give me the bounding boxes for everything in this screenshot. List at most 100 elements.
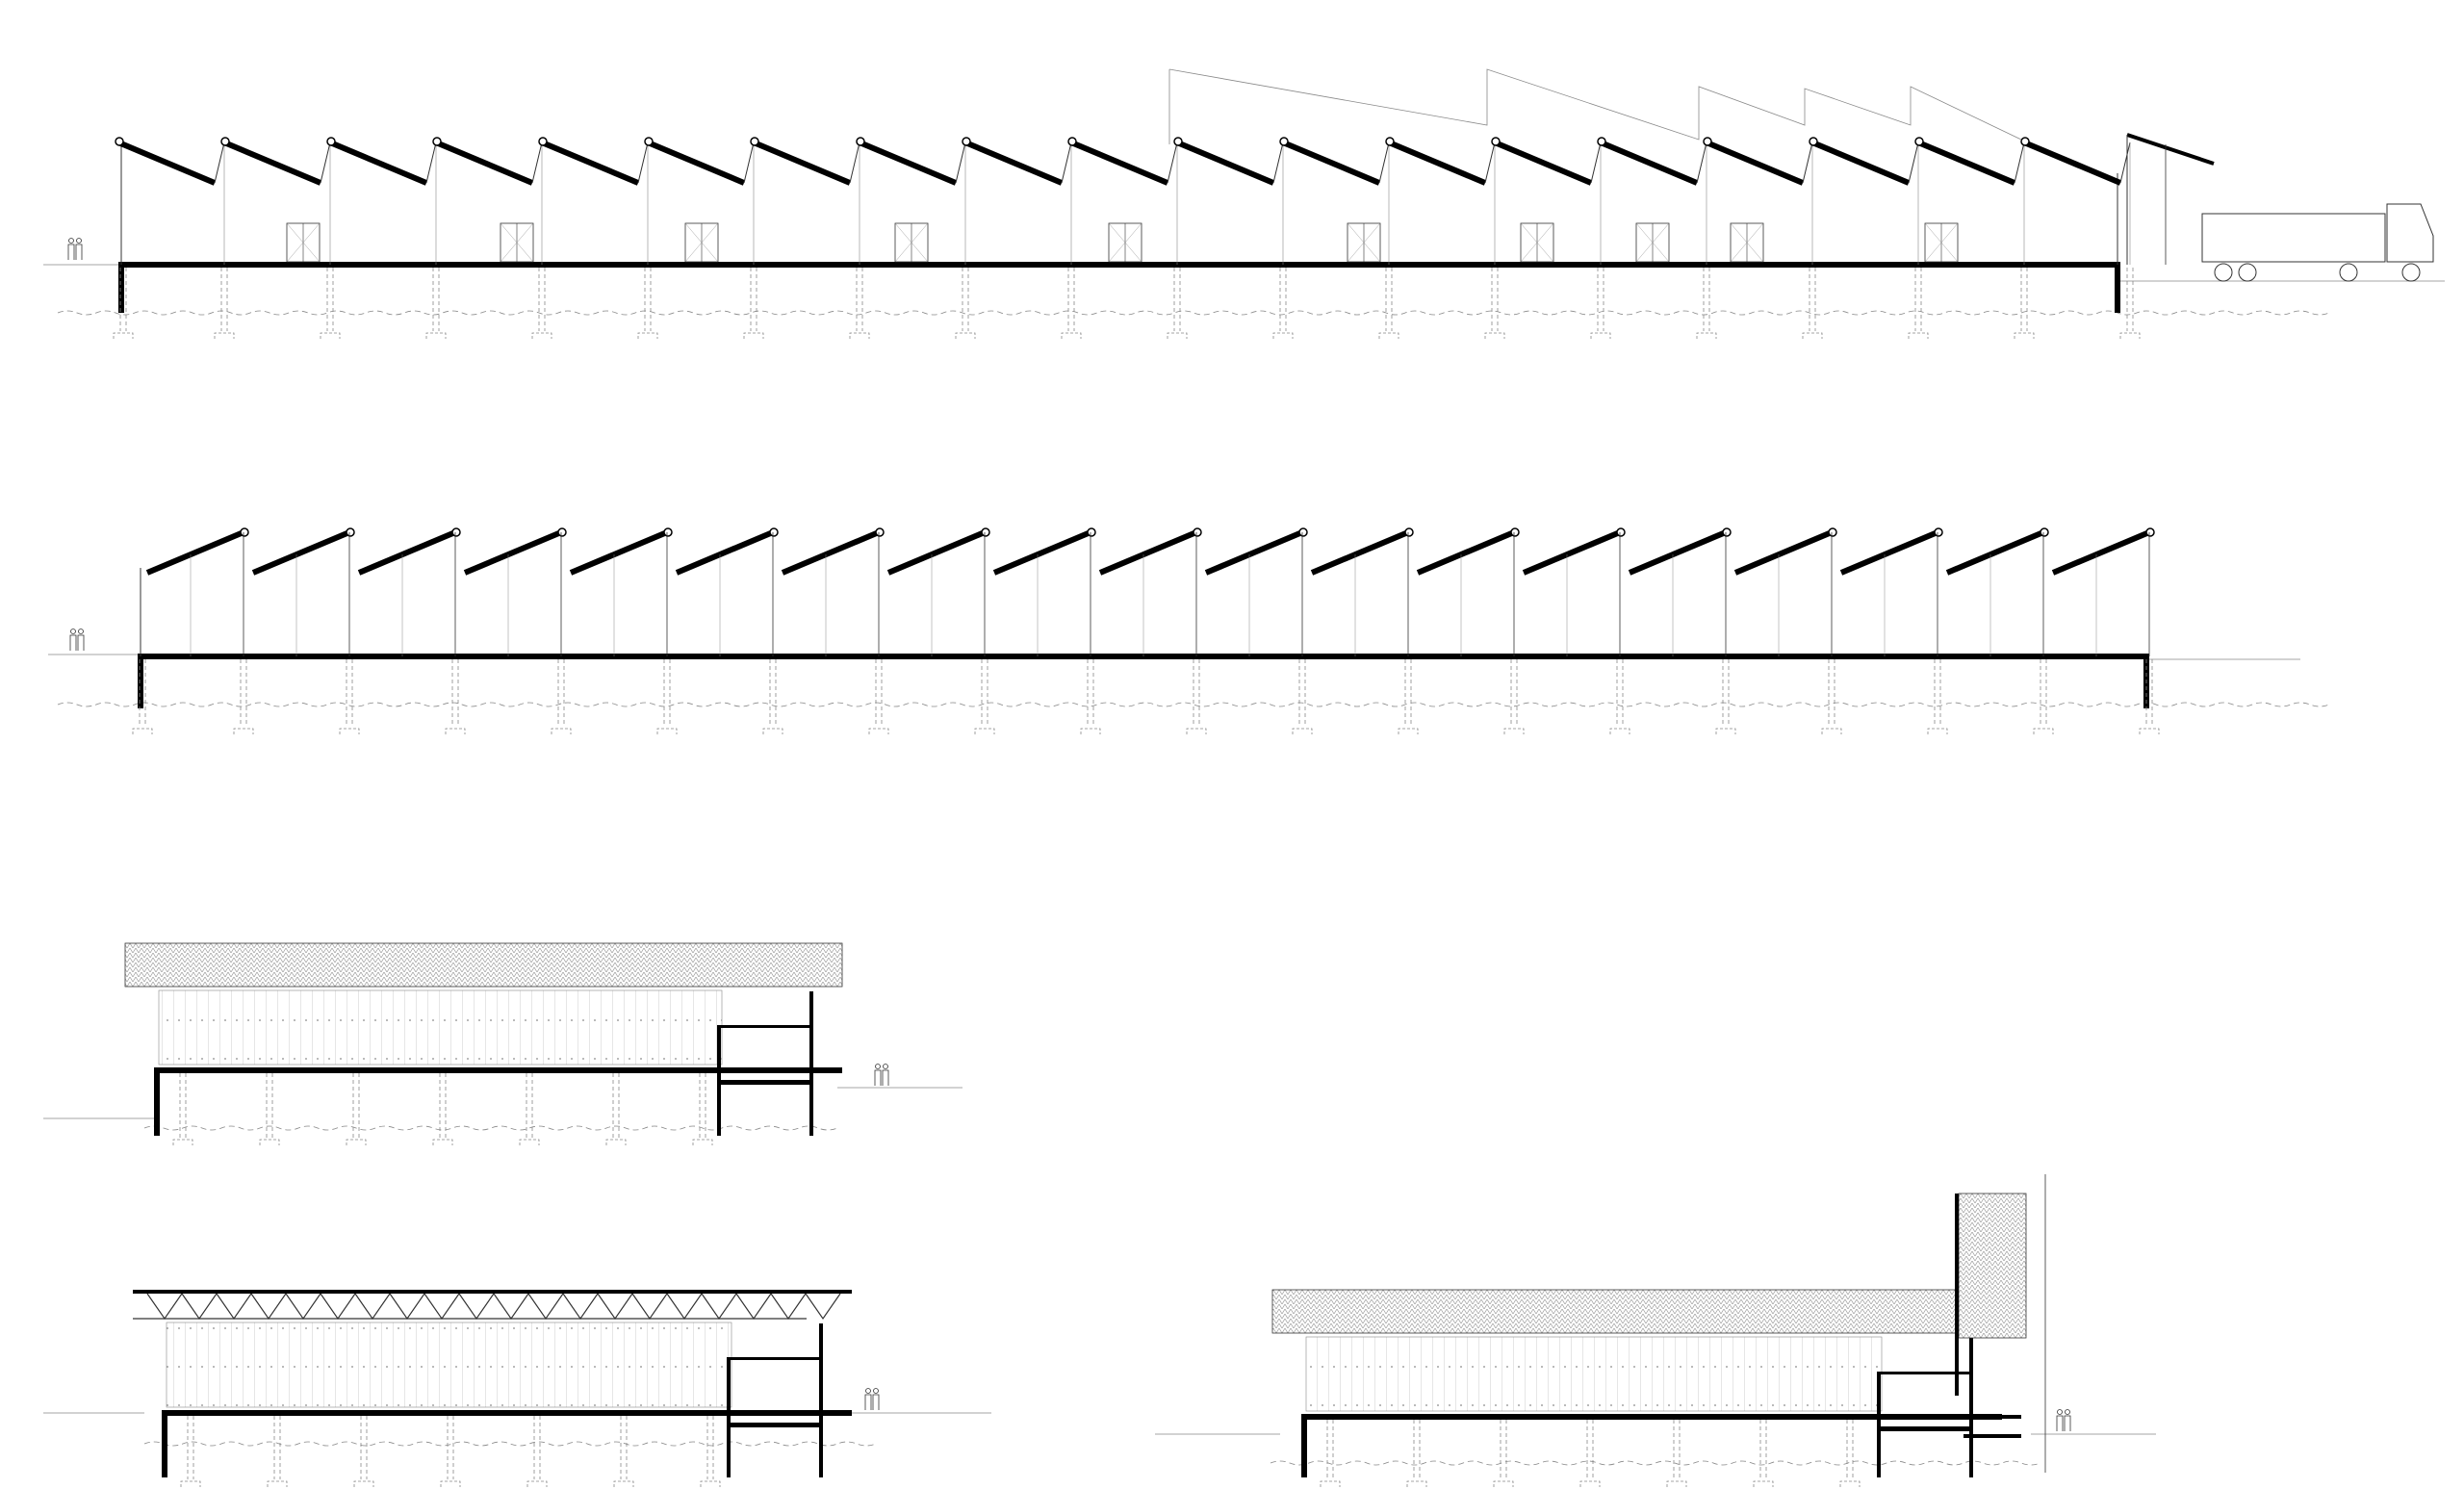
clerestory-glazing: [2014, 141, 2025, 184]
footing: [339, 728, 360, 734]
ground-line-dashed: [143, 1125, 838, 1131]
annex-floor: [727, 1423, 823, 1427]
footing: [1484, 332, 1505, 339]
roof-hinge: [1385, 137, 1395, 146]
opening-diag: [1347, 222, 1381, 263]
opening: [286, 222, 321, 263]
footing: [692, 1139, 713, 1145]
roof-hinge: [1616, 527, 1626, 537]
end-wall: [809, 991, 813, 1136]
ground-line-dashed: [143, 1441, 877, 1447]
footing: [531, 332, 552, 339]
person-figure: [69, 629, 85, 651]
roof-truss: [181, 1293, 218, 1321]
opening: [1108, 222, 1142, 263]
roof-hinge: [451, 527, 461, 537]
canopy-outline: [1168, 68, 2022, 141]
roof-truss: [770, 1293, 807, 1321]
pile-footing: [1715, 659, 1736, 734]
roof-hinge: [1404, 527, 1414, 537]
pile-footing: [1579, 1420, 1601, 1487]
roof-truss: [527, 1293, 564, 1321]
opening-diag: [1108, 222, 1142, 263]
roof-hinge: [1703, 137, 1712, 146]
pile-footing: [320, 268, 341, 339]
truck-wheel: [2339, 263, 2358, 282]
glazed-wall: [158, 989, 723, 1065]
pile-footing: [1753, 1420, 1774, 1487]
opening-diag: [1520, 222, 1554, 263]
pile-footing: [1484, 268, 1505, 339]
roof-hinge: [2020, 137, 2030, 146]
sawtooth-roof-panel: [569, 529, 669, 576]
clerestory-glazing: [531, 141, 543, 184]
footing: [1061, 332, 1082, 339]
floor-slab: [118, 262, 2120, 268]
annex-wall: [1877, 1372, 1881, 1477]
pile-footing: [267, 1416, 288, 1487]
footing: [637, 332, 658, 339]
ground-line-dashed: [1270, 1460, 2041, 1466]
footing: [1590, 332, 1611, 339]
roof-hinge: [750, 137, 759, 146]
pile-footing: [233, 659, 254, 734]
person-head: [873, 1388, 879, 1394]
roof-hinge: [326, 137, 336, 146]
pile-footing: [849, 268, 870, 339]
end-column: [138, 656, 143, 708]
clerestory-glazing: [637, 141, 649, 184]
roof-truss: [666, 1293, 703, 1321]
footing: [432, 1139, 453, 1145]
clerestory-glazing: [1167, 141, 1178, 184]
footing: [1503, 728, 1525, 734]
pile-footing: [1398, 659, 1419, 734]
person-head: [883, 1064, 888, 1069]
person-body: [874, 1069, 882, 1086]
footing: [656, 728, 678, 734]
flat-roof-section-a: [43, 942, 962, 1145]
roof-truss: [735, 1293, 772, 1321]
roof-hinge: [220, 137, 230, 146]
pile-footing: [346, 1073, 367, 1145]
pile-footing: [2139, 659, 2160, 734]
footing: [1320, 1480, 1341, 1487]
roof-hinge: [557, 527, 567, 537]
floor-slab: [1301, 1414, 2002, 1420]
pile-footing: [1406, 1420, 1427, 1487]
pile-footing: [1908, 268, 1929, 339]
sawtooth-roof-panel: [963, 140, 1064, 186]
footing: [1908, 332, 1929, 339]
opening-diag: [1924, 222, 1959, 263]
pile-footing: [519, 1073, 540, 1145]
clerestory-glazing: [1484, 141, 1496, 184]
footing: [700, 1480, 721, 1487]
roof-hinge: [981, 527, 990, 537]
person-body: [2056, 1415, 2064, 1431]
opening: [684, 222, 719, 263]
truck-wheel: [2401, 263, 2421, 282]
end-wall: [1969, 1338, 1973, 1477]
annex-ceiling: [1877, 1372, 1973, 1374]
opening-diag: [1635, 222, 1670, 263]
footing: [526, 1480, 548, 1487]
pile-footing: [445, 659, 466, 734]
footing: [1715, 728, 1736, 734]
pile-footing: [172, 1073, 193, 1145]
footing: [233, 728, 254, 734]
tiled-roof: [124, 942, 843, 988]
ground-line-dashed: [57, 310, 2330, 316]
tiled-roof: [1271, 1289, 2003, 1334]
roof-hinge: [346, 527, 355, 537]
clerestory-glazing: [955, 141, 966, 184]
person-head: [2057, 1409, 2063, 1415]
pile-footing: [1272, 268, 1294, 339]
person-body: [2064, 1415, 2071, 1431]
pile-footing: [1493, 1420, 1514, 1487]
pile-footing: [1292, 659, 1313, 734]
opening: [1520, 222, 1554, 263]
footing: [172, 1139, 193, 1145]
pile-footing: [1186, 659, 1207, 734]
opening: [1730, 222, 1764, 263]
pile-footing: [2033, 659, 2054, 734]
